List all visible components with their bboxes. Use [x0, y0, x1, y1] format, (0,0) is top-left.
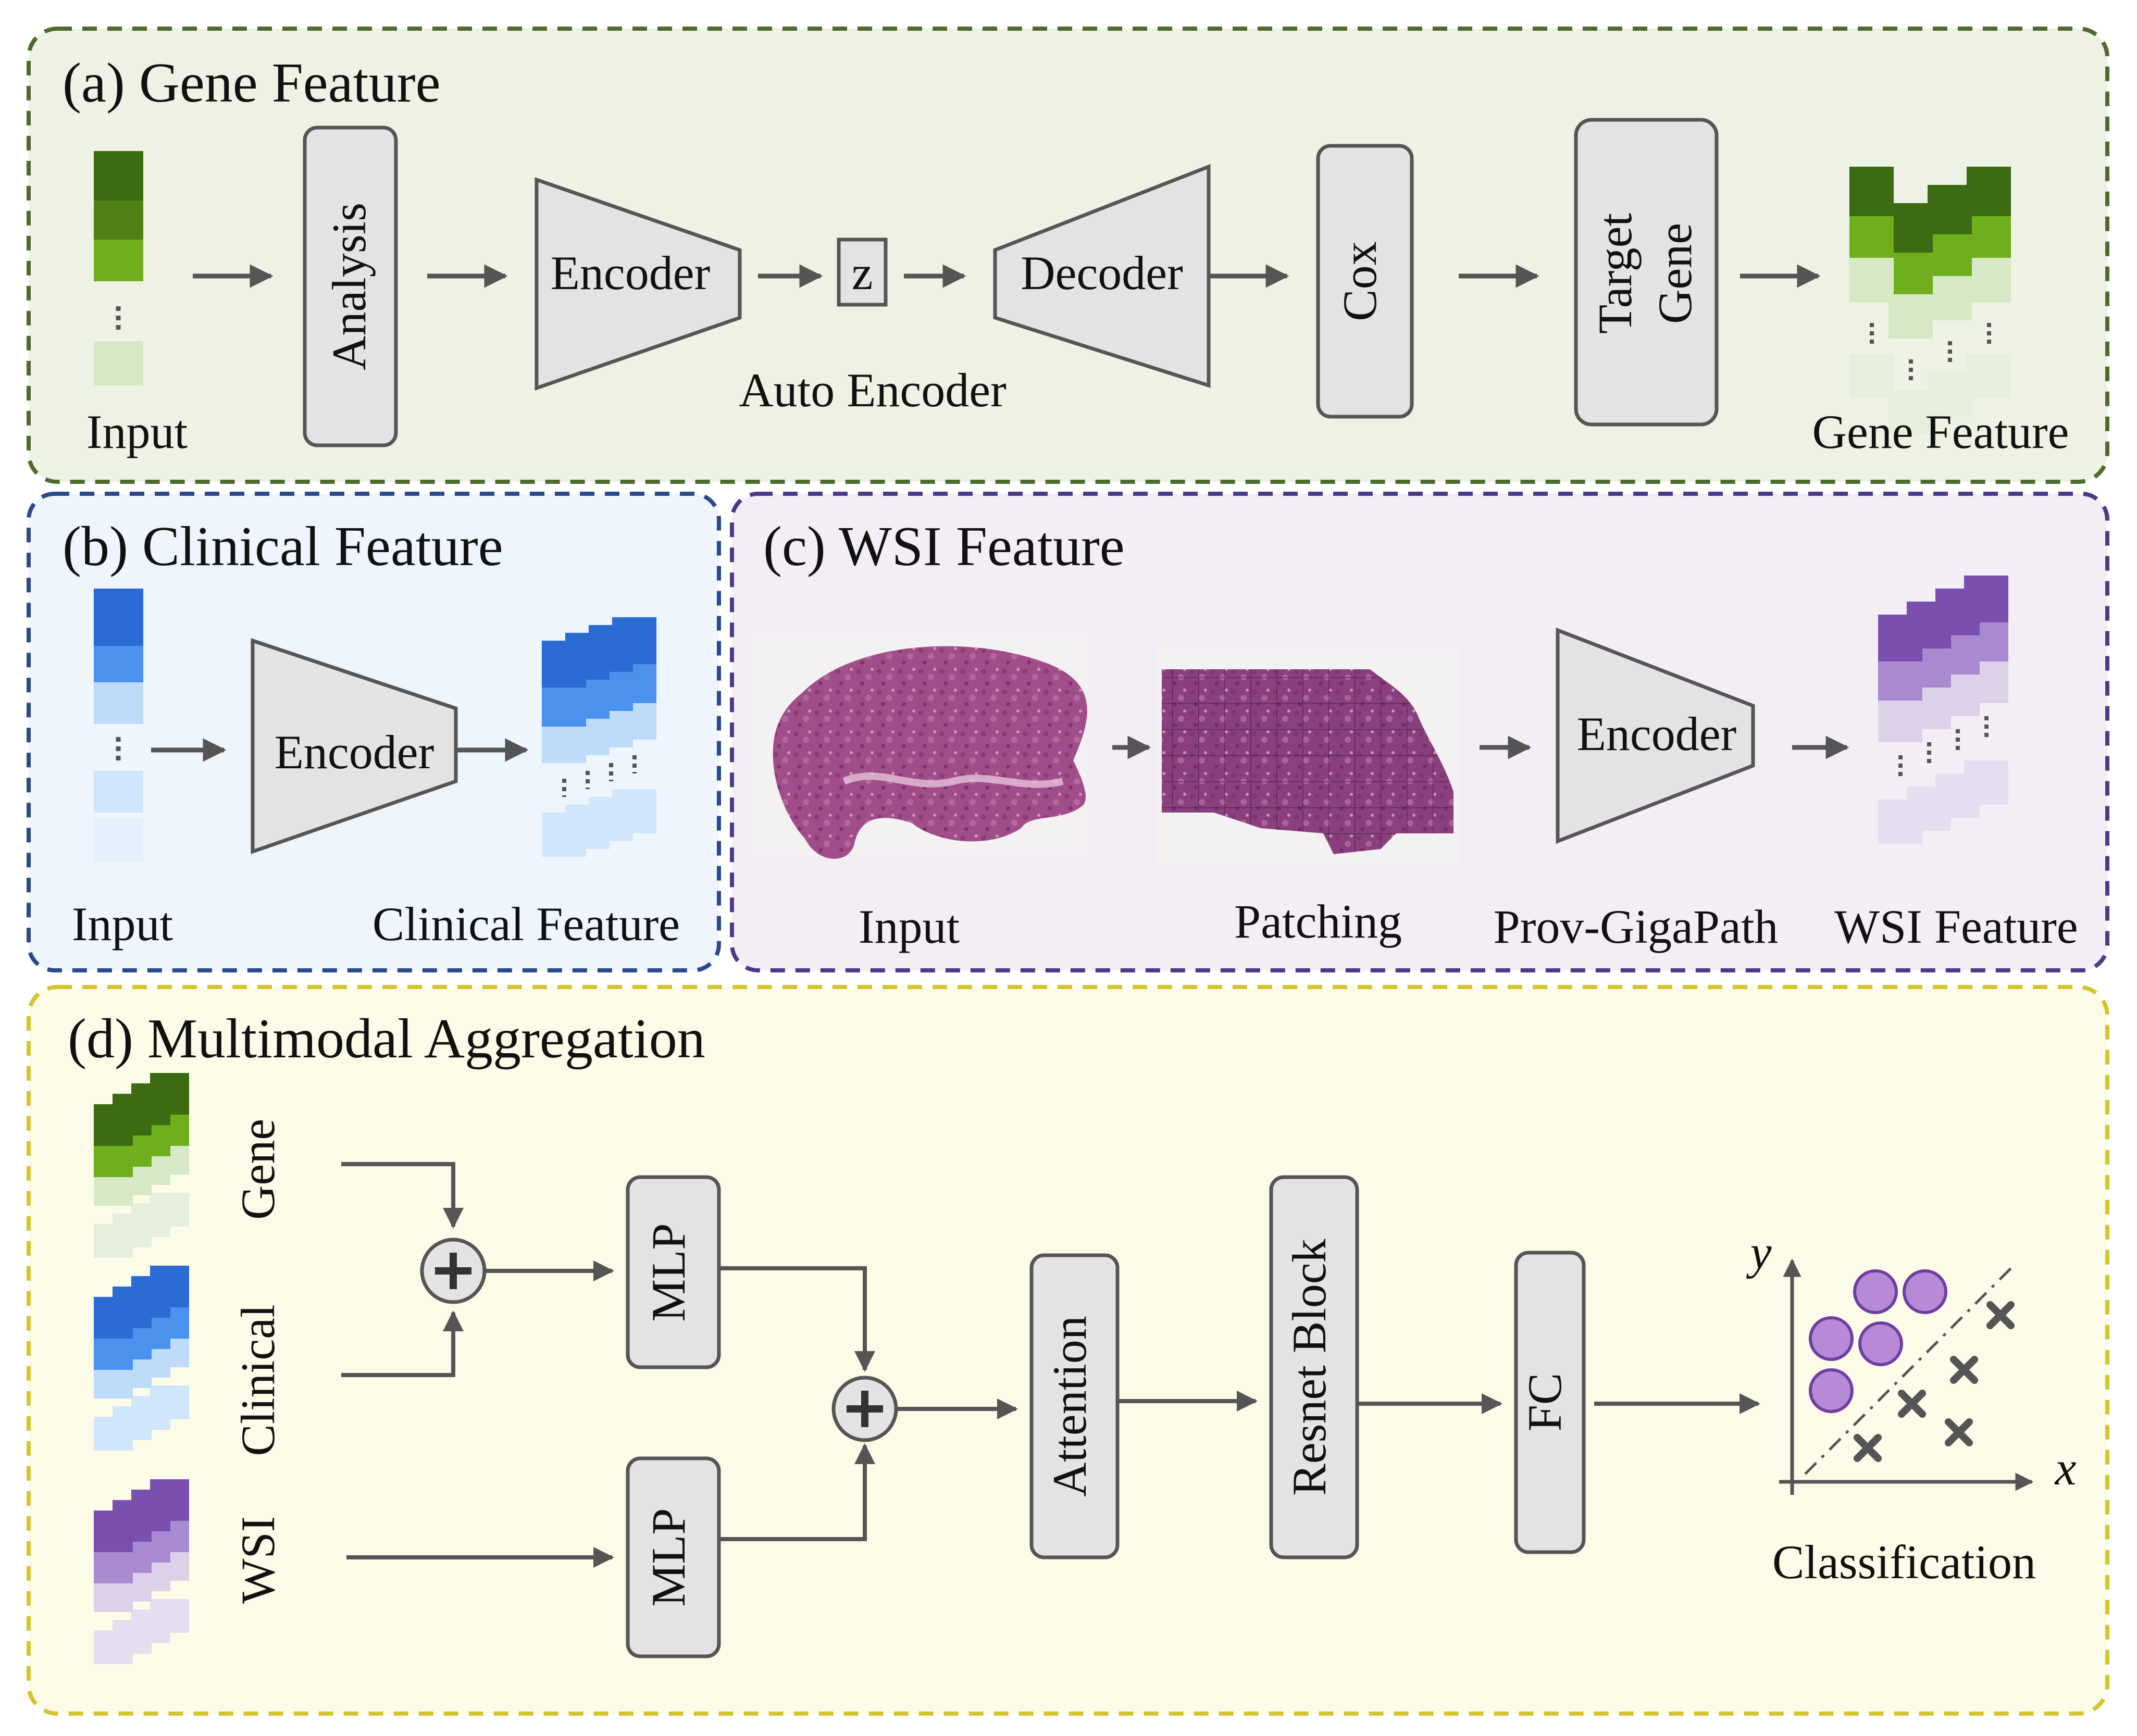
- gene-input-label: Input: [86, 405, 188, 458]
- clinical-feature-label: Clinical Feature: [372, 897, 680, 951]
- wsi-encoder-label: Encoder: [1577, 707, 1737, 760]
- agg-clinical-label: Clinical: [231, 1304, 284, 1456]
- clinical-feature-stack: [542, 617, 656, 857]
- gene-input-vector: [94, 151, 143, 385]
- gene-encoder-trapezoid: [535, 177, 742, 391]
- wsi-patching-label: Patching: [1234, 895, 1402, 948]
- gene-feature-label: Gene Feature: [1812, 405, 2069, 458]
- mlp-top-label: MLP: [642, 1223, 695, 1321]
- agg-wsi-stack: [94, 1479, 189, 1664]
- clinical-input-vector: [94, 589, 143, 862]
- agg-gene-stack: [94, 1073, 189, 1258]
- mlp-bottom-label: MLP: [642, 1508, 695, 1606]
- agg-clinical-stack: [94, 1266, 189, 1451]
- sum-node-top: [420, 1238, 487, 1304]
- class-b-crosses: [1854, 1301, 2015, 1462]
- cox-label: Cox: [1333, 241, 1386, 321]
- analysis-label: Analysis: [322, 203, 376, 370]
- resnet-block-label: Resnet Block: [1283, 1239, 1336, 1495]
- sum-node-bottom: [831, 1376, 898, 1442]
- wsi-panel-title: (c) WSI Feature: [763, 516, 1125, 578]
- wsi-feature-label: WSI Feature: [1834, 900, 2078, 953]
- gene-decoder-label: Decoder: [1021, 246, 1183, 299]
- agg-wsi-label: WSI: [231, 1516, 284, 1604]
- attention-label: Attention: [1043, 1316, 1096, 1497]
- classification-label: Classification: [1772, 1535, 2036, 1589]
- cox-module: [1316, 144, 1414, 419]
- wsi-encoder-caption: Prov-GigaPath: [1494, 900, 1779, 953]
- wsi-patching-image: [1157, 646, 1459, 865]
- axis-y-label: y: [1746, 1226, 1772, 1279]
- mlp-top-module: [626, 1175, 721, 1369]
- agg-gene-label: Gene: [231, 1119, 284, 1220]
- clinical-encoder-label: Encoder: [275, 726, 434, 779]
- wsi-encoder-trapezoid: [1556, 627, 1755, 844]
- clinical-panel-title: (b) Clinical Feature: [63, 516, 503, 578]
- target-gene-module: [1574, 118, 1719, 427]
- axis-x-label: x: [2054, 1442, 2077, 1495]
- autoencoder-caption: Auto Encoder: [739, 364, 1007, 417]
- target-gene-label-line2: Gene: [1648, 223, 1701, 324]
- class-a-circles: [1809, 1269, 1947, 1413]
- classification-plot: [1779, 1258, 2034, 1495]
- clinical-encoder-trapezoid: [251, 638, 458, 854]
- clinical-input-label: Input: [72, 897, 173, 951]
- wsi-input-label: Input: [859, 900, 960, 953]
- gene-encoder-label: Encoder: [551, 246, 711, 299]
- gene-panel-title: (a) Gene Feature: [63, 52, 441, 114]
- analysis-module: [303, 126, 398, 447]
- fc-label: FC: [1518, 1373, 1571, 1432]
- resnet-block-module: [1269, 1175, 1359, 1559]
- mlp-bottom-module: [626, 1456, 721, 1658]
- wsi-feature-stack: [1878, 576, 2008, 844]
- attention-module: [1029, 1253, 1120, 1559]
- target-gene-label-line1: Target: [1588, 213, 1642, 334]
- latent-z-label: z: [852, 246, 873, 299]
- aggregation-panel-title: (d) Multimodal Aggregation: [68, 1008, 705, 1070]
- fc-module: [1514, 1251, 1586, 1554]
- gene-feature-stack: [1849, 167, 2011, 435]
- gene-decoder-trapezoid: [993, 164, 1211, 388]
- latent-z-box: [837, 238, 888, 307]
- wsi-input-slide-image: [750, 630, 1087, 859]
